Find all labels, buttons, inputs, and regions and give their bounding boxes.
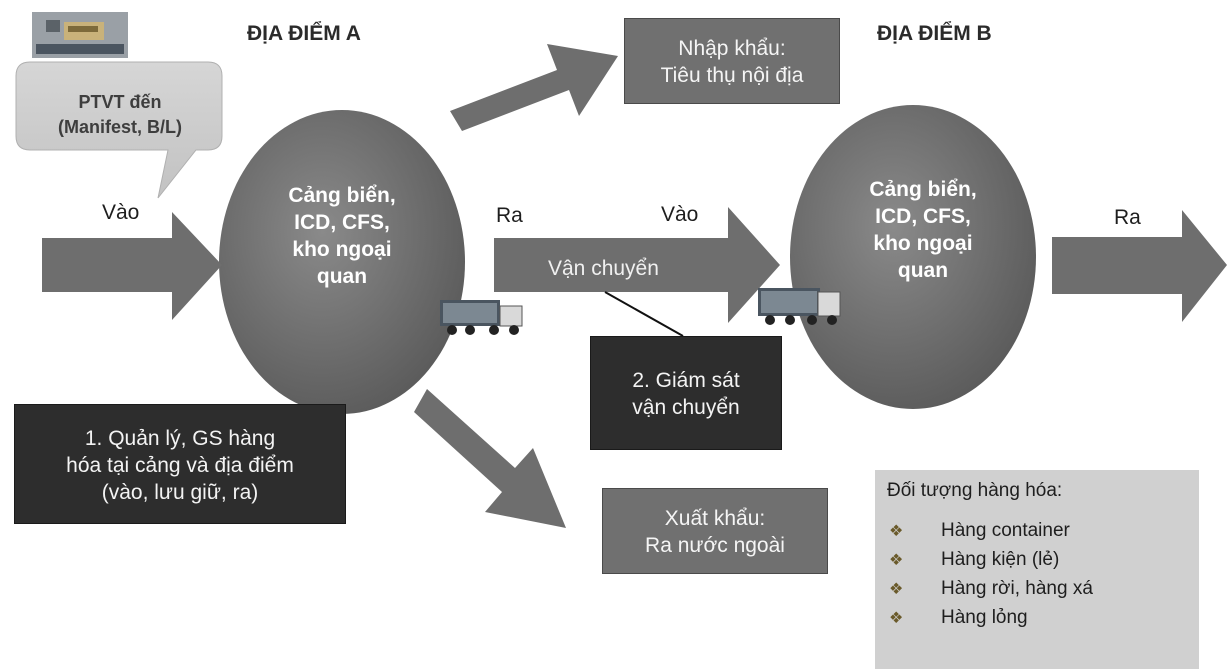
location-b-line: ICD, CFS, bbox=[875, 205, 971, 228]
goods-list-item: ❖ Hàng kiện (lẻ) bbox=[889, 545, 1093, 574]
location-a-line: kho ngoại bbox=[292, 238, 392, 261]
location-a-line: quan bbox=[316, 265, 368, 288]
import-line1: Nhập khẩu: bbox=[678, 37, 786, 60]
step-1-line1: 1. Quản lý, GS hàng bbox=[84, 427, 276, 450]
export-line1: Xuất khẩu: bbox=[664, 507, 766, 530]
transport-callout-line1: PTVT đến bbox=[78, 92, 162, 112]
bullet-icon: ❖ bbox=[889, 523, 904, 540]
arrow-import bbox=[450, 44, 618, 131]
goods-item-label: Hàng kiện (lẻ) bbox=[941, 549, 1060, 570]
label-in-a: Vào bbox=[102, 201, 140, 224]
truck-icon-a bbox=[440, 300, 523, 335]
location-b-line: quan bbox=[897, 259, 949, 282]
bullet-icon: ❖ bbox=[889, 610, 904, 627]
location-a-line: Cảng biển, bbox=[288, 184, 396, 207]
step-1-line2: hóa tại cảng và địa điểm bbox=[66, 454, 294, 477]
export-box: Xuất khẩu: Ra nước ngoài bbox=[602, 488, 828, 574]
truck-icon-b bbox=[758, 288, 841, 325]
arrow-out-b bbox=[1052, 210, 1227, 322]
location-b-line: Cảng biển, bbox=[869, 178, 977, 201]
label-in-b: Vào bbox=[661, 203, 699, 226]
step-2-line2: vận chuyển bbox=[632, 396, 740, 419]
location-a-header: ĐỊA ĐIỂM A bbox=[247, 22, 361, 45]
goods-item-label: Hàng lỏng bbox=[941, 607, 1028, 628]
location-a-label: Cảng biển, ICD, CFS, kho ngoại quan bbox=[262, 182, 422, 290]
step-2-line1: 2. Giám sát bbox=[632, 369, 740, 392]
goods-item-label: Hàng container bbox=[941, 520, 1070, 541]
goods-item-label: Hàng rời, hàng xá bbox=[941, 578, 1093, 599]
transport-pointer-line bbox=[604, 291, 684, 337]
goods-list-item: ❖ Hàng rời, hàng xá bbox=[889, 574, 1093, 603]
label-out-b: Ra bbox=[1114, 206, 1141, 229]
transport-callout: PTVT đến (Manifest, B/L) bbox=[22, 90, 218, 140]
location-a-line: ICD, CFS, bbox=[294, 211, 390, 234]
arrow-export bbox=[414, 389, 566, 528]
label-out-a: Ra bbox=[496, 204, 523, 227]
bullet-icon: ❖ bbox=[889, 581, 904, 598]
location-b-oval bbox=[790, 105, 1036, 409]
location-a-oval bbox=[219, 110, 465, 414]
step-2-box: 2. Giám sát vận chuyển bbox=[590, 336, 782, 450]
location-b-label: Cảng biển, ICD, CFS, kho ngoại quan bbox=[843, 176, 1003, 284]
transport-callout-line2: (Manifest, B/L) bbox=[58, 117, 182, 137]
step-1-box: 1. Quản lý, GS hàng hóa tại cảng và địa … bbox=[14, 404, 346, 524]
goods-list-item: ❖ Hàng container bbox=[889, 516, 1093, 545]
location-b-header: ĐỊA ĐIỂM B bbox=[877, 22, 992, 45]
bullet-icon: ❖ bbox=[889, 552, 904, 569]
goods-panel: Đối tượng hàng hóa: ❖ Hàng container ❖ Hàn… bbox=[875, 470, 1199, 669]
location-b-line: kho ngoại bbox=[873, 232, 973, 255]
arrow-in-a bbox=[42, 212, 222, 320]
goods-panel-title: Đối tượng hàng hóa: bbox=[887, 480, 1063, 501]
label-transport: Vận chuyển bbox=[548, 257, 659, 280]
ship-icon bbox=[32, 12, 128, 58]
export-line2: Ra nước ngoài bbox=[645, 534, 785, 557]
transport-callout-bubble bbox=[15, 61, 223, 199]
goods-list: ❖ Hàng container ❖ Hàng kiện (lẻ) ❖ Hàng rờ… bbox=[889, 516, 1093, 632]
import-line2: Tiêu thụ nội địa bbox=[660, 64, 804, 87]
step-1-line3: (vào, lưu giữ, ra) bbox=[101, 481, 259, 504]
arrow-transport bbox=[494, 207, 780, 323]
import-box: Nhập khẩu: Tiêu thụ nội địa bbox=[624, 18, 840, 104]
goods-list-item: ❖ Hàng lỏng bbox=[889, 603, 1093, 632]
